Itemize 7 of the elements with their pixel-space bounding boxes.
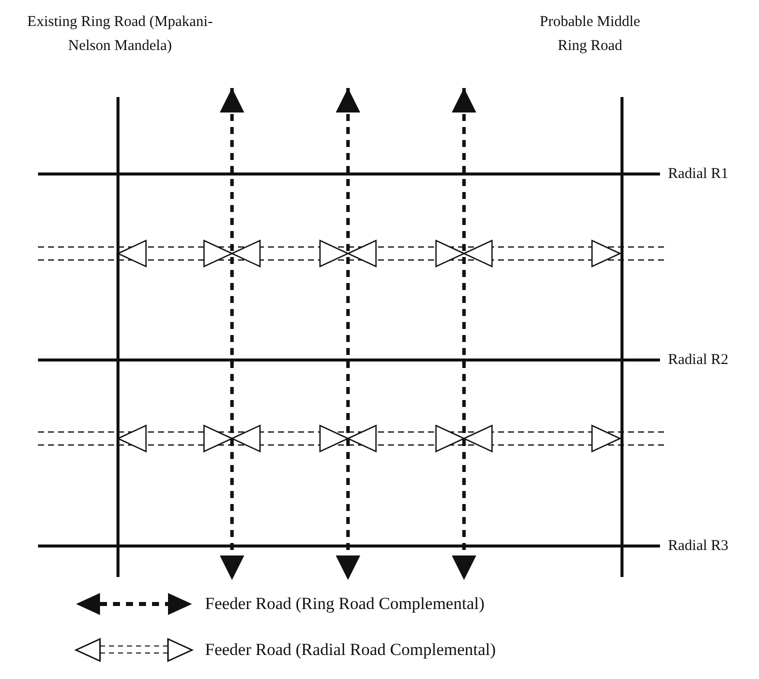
legend-text: Feeder Road (Ring Road Complemental) bbox=[205, 593, 484, 615]
ring-road-label: Existing Ring Road (Mpakani-Nelson Mandela) bbox=[26, 13, 214, 56]
radial-road-label: Radial R3 bbox=[668, 537, 730, 556]
radial-road-label: Radial R2 bbox=[668, 351, 730, 370]
radial-road-label: Radial R1 bbox=[668, 165, 730, 184]
ring-road-label: Probable Middle Ring Road bbox=[538, 13, 642, 56]
legend-text: Feeder Road (Radial Road Complemental) bbox=[205, 639, 496, 661]
